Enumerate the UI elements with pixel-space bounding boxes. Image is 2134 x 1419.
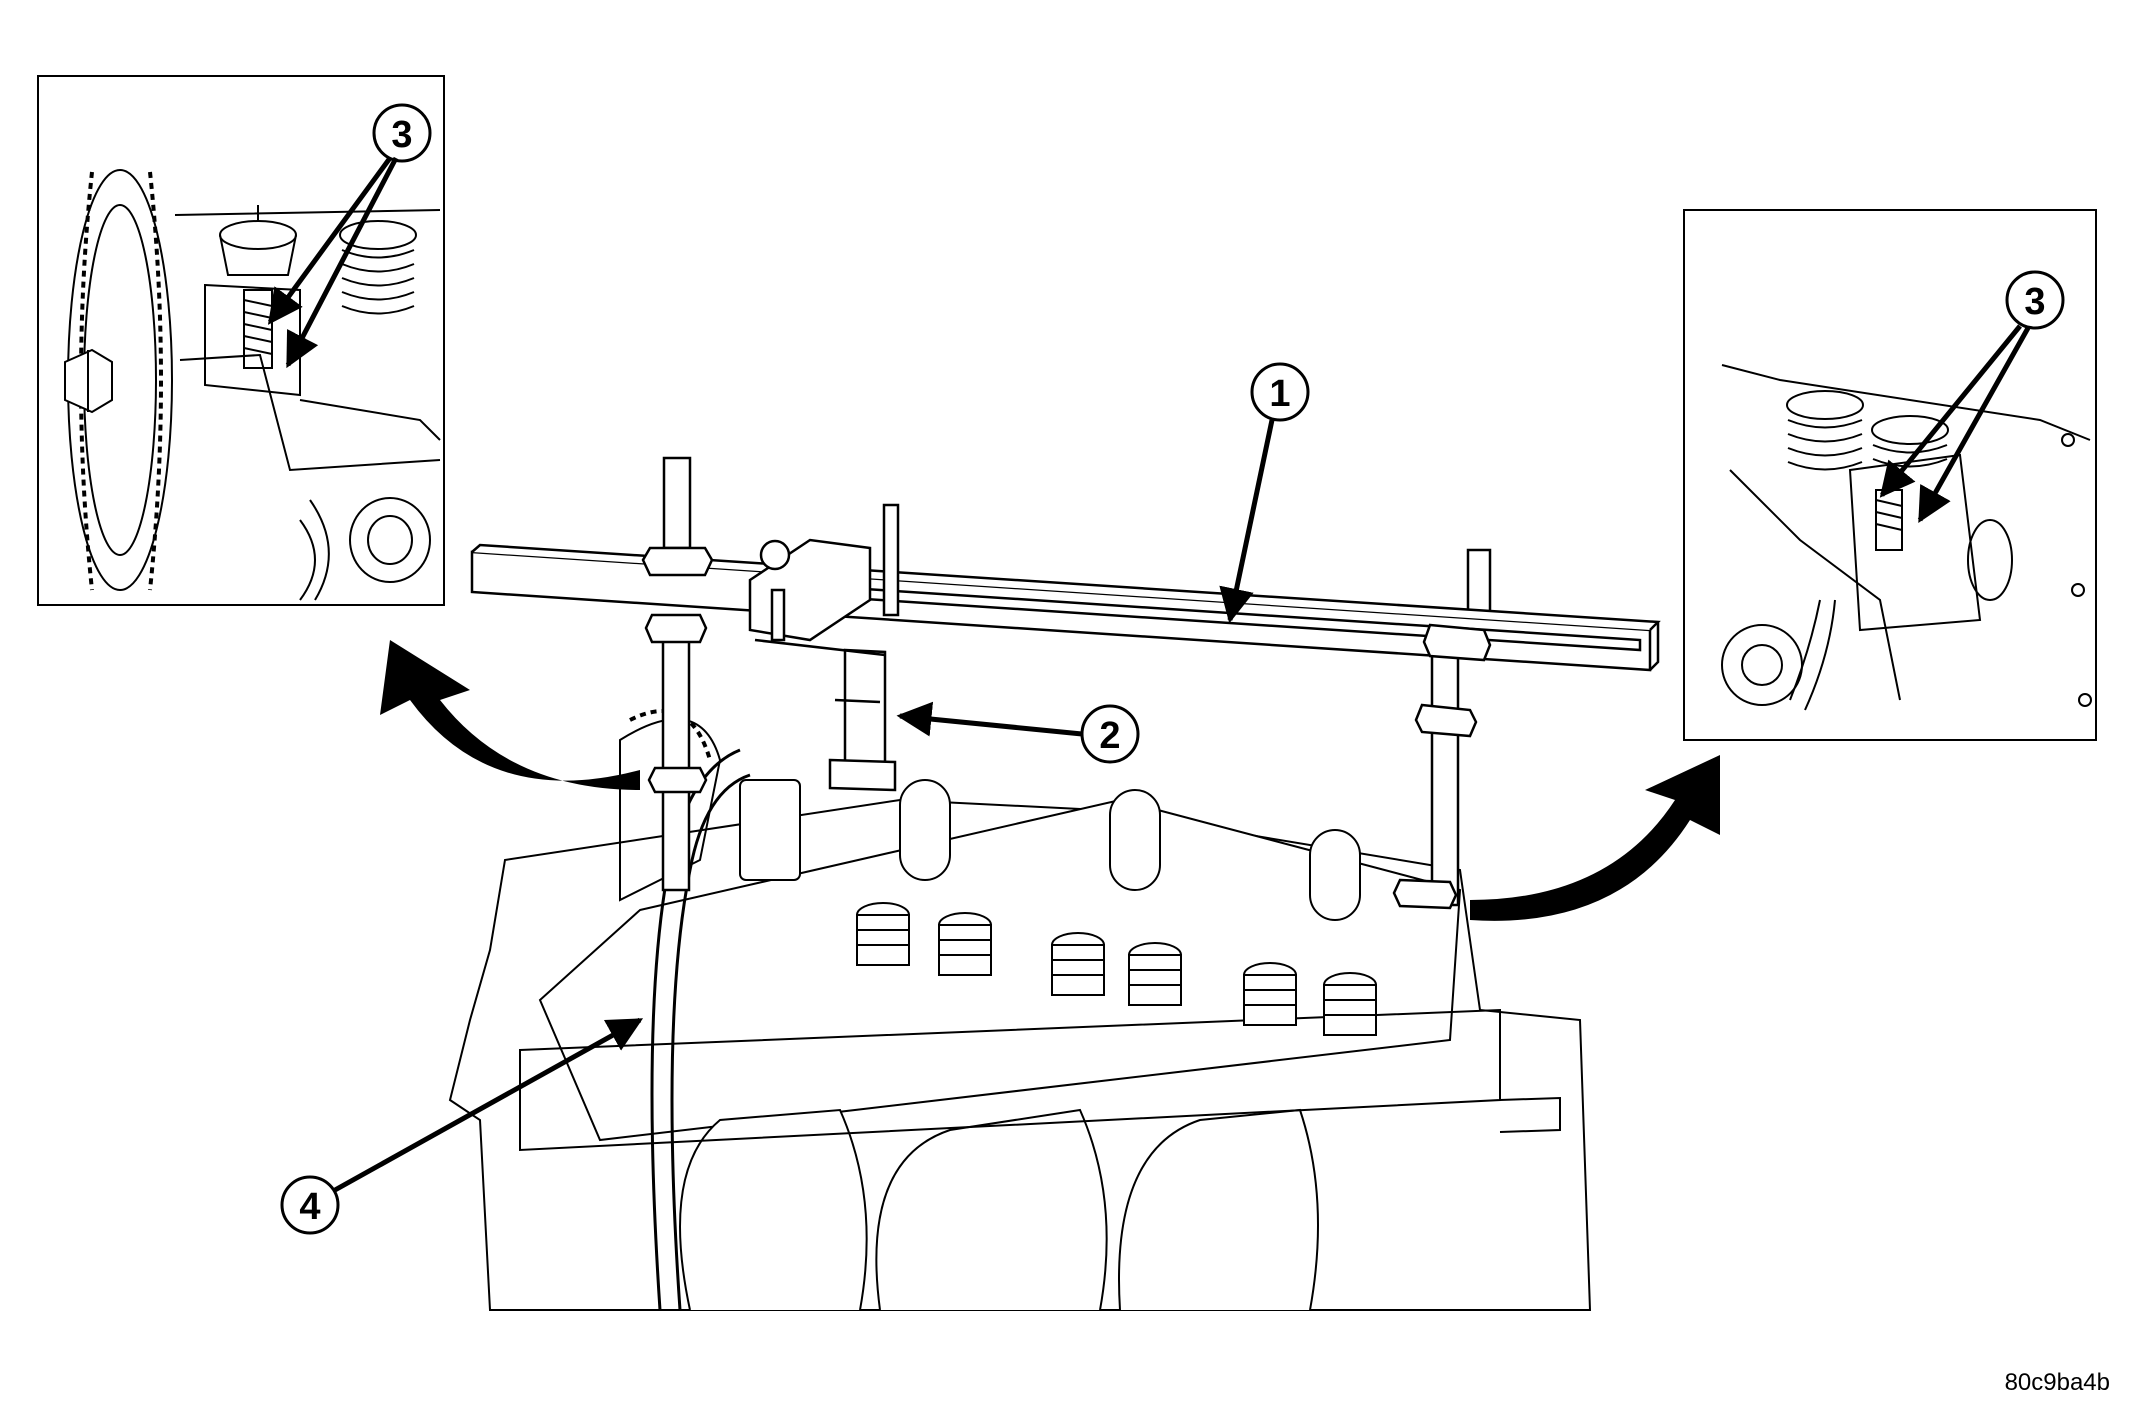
- engine-cylinder-head: [448, 709, 1592, 1311]
- callout-2-group: 2: [896, 701, 1140, 764]
- callout-2: 2: [1099, 715, 1120, 757]
- curved-arrow-right: [1470, 755, 1720, 921]
- figure-id: 80c9ba4b: [2004, 1369, 2110, 1396]
- right-detail-inset: 3: [1683, 209, 2097, 741]
- callout-4: 4: [299, 1186, 320, 1228]
- left-detail-inset: 3: [37, 75, 445, 606]
- callout-3-left: 3: [391, 114, 412, 156]
- callout-1: 1: [1269, 373, 1290, 415]
- curved-arrow-left: [380, 640, 640, 790]
- valve-spring-compressor-tool: [470, 456, 1661, 910]
- callout-3-right: 3: [2024, 281, 2045, 323]
- callout-4-group: 4: [280, 1017, 644, 1235]
- callout-1-group: 1: [1219, 362, 1310, 624]
